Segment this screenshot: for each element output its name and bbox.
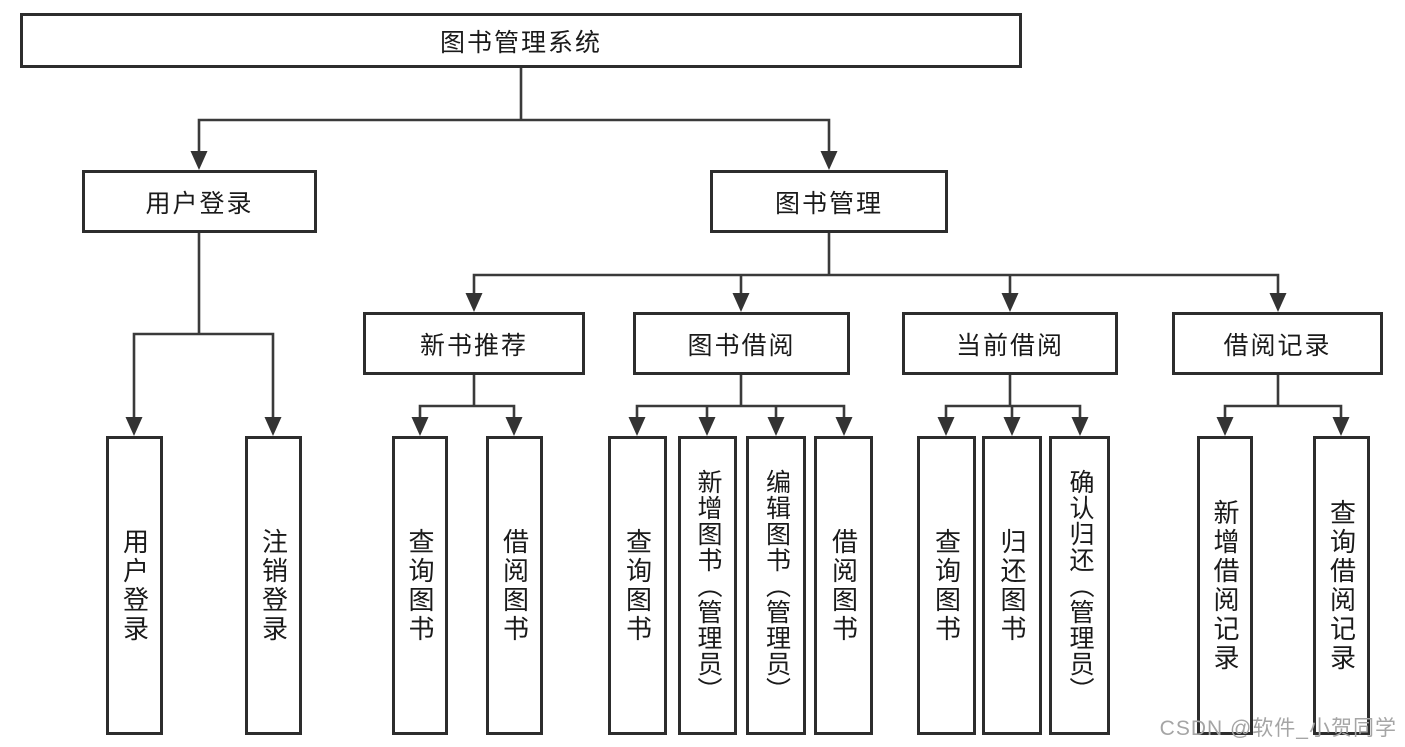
leaf-borrow-book-recommend-label: 借阅图书 (499, 527, 530, 644)
leaf-query-book-current-label: 查询图书 (931, 527, 962, 644)
leaf-return-book: 归还图书 (982, 436, 1042, 735)
leaf-logout-label: 注销登录 (258, 527, 289, 644)
leaf-query-book-recommend: 查询图书 (392, 436, 448, 735)
node-current-borrow: 当前借阅 (902, 312, 1118, 375)
leaf-edit-book-admin-label: 编辑图书（管理员） (762, 468, 791, 703)
node-borrow-record: 借阅记录 (1172, 312, 1383, 375)
node-new-book-recommend-label: 新书推荐 (419, 331, 528, 360)
connector-book-borrow-rail (635, 404, 846, 421)
node-new-book-recommend: 新书推荐 (363, 312, 585, 375)
leaf-confirm-return-admin: 确认归还（管理员） (1049, 436, 1110, 735)
node-book-mgmt-label: 图书管理 (774, 189, 883, 218)
node-root: 图书管理系统 (20, 13, 1022, 68)
leaf-query-book-borrow: 查询图书 (608, 436, 667, 735)
node-user-login: 用户登录 (82, 170, 317, 233)
node-book-borrow: 图书借阅 (633, 312, 850, 375)
leaf-query-book-current: 查询图书 (917, 436, 976, 735)
node-book-mgmt: 图书管理 (710, 170, 948, 233)
node-book-borrow-label: 图书借阅 (687, 331, 796, 360)
csdn-watermark: CSDN @软件_小贺同学 (1159, 717, 1397, 740)
connector-borrow-record-rail (1223, 404, 1343, 421)
node-current-borrow-label: 当前借阅 (955, 331, 1064, 360)
leaf-borrow-book-recommend: 借阅图书 (486, 436, 543, 735)
leaf-query-book-recommend-label: 查询图书 (405, 527, 435, 644)
leaf-add-borrow-record-label: 新增借阅记录 (1210, 498, 1240, 673)
connector-user-login-rail (132, 332, 275, 421)
leaf-query-borrow-record: 查询借阅记录 (1313, 436, 1370, 735)
connector-level2-rail (197, 118, 831, 154)
node-user-login-label: 用户登录 (145, 189, 254, 218)
leaf-logout: 注销登录 (245, 436, 302, 735)
leaf-add-borrow-record: 新增借阅记录 (1197, 436, 1253, 735)
leaf-user-login: 用户登录 (106, 436, 163, 735)
leaf-return-book-label: 归还图书 (997, 527, 1027, 644)
leaf-query-book-borrow-label: 查询图书 (622, 527, 653, 644)
leaf-query-borrow-record-label: 查询借阅记录 (1326, 498, 1357, 673)
leaf-confirm-return-admin-label: 确认归还（管理员） (1066, 468, 1094, 703)
leaf-add-book-admin-label: 新增图书（管理员） (694, 468, 722, 703)
node-root-label: 图书管理系统 (439, 28, 602, 57)
arrowheads (125, 151, 1350, 436)
node-borrow-record-label: 借阅记录 (1223, 331, 1332, 360)
leaf-borrow-book: 借阅图书 (814, 436, 873, 735)
leaf-add-book-admin: 新增图书（管理员） (678, 436, 737, 735)
leaf-borrow-book-label: 借阅图书 (828, 527, 859, 644)
leaf-edit-book-admin: 编辑图书（管理员） (746, 436, 806, 735)
connector-level3-rail (472, 273, 1280, 297)
connector-new-book-rail (418, 404, 516, 421)
leaf-user-login-label: 用户登录 (119, 527, 150, 644)
